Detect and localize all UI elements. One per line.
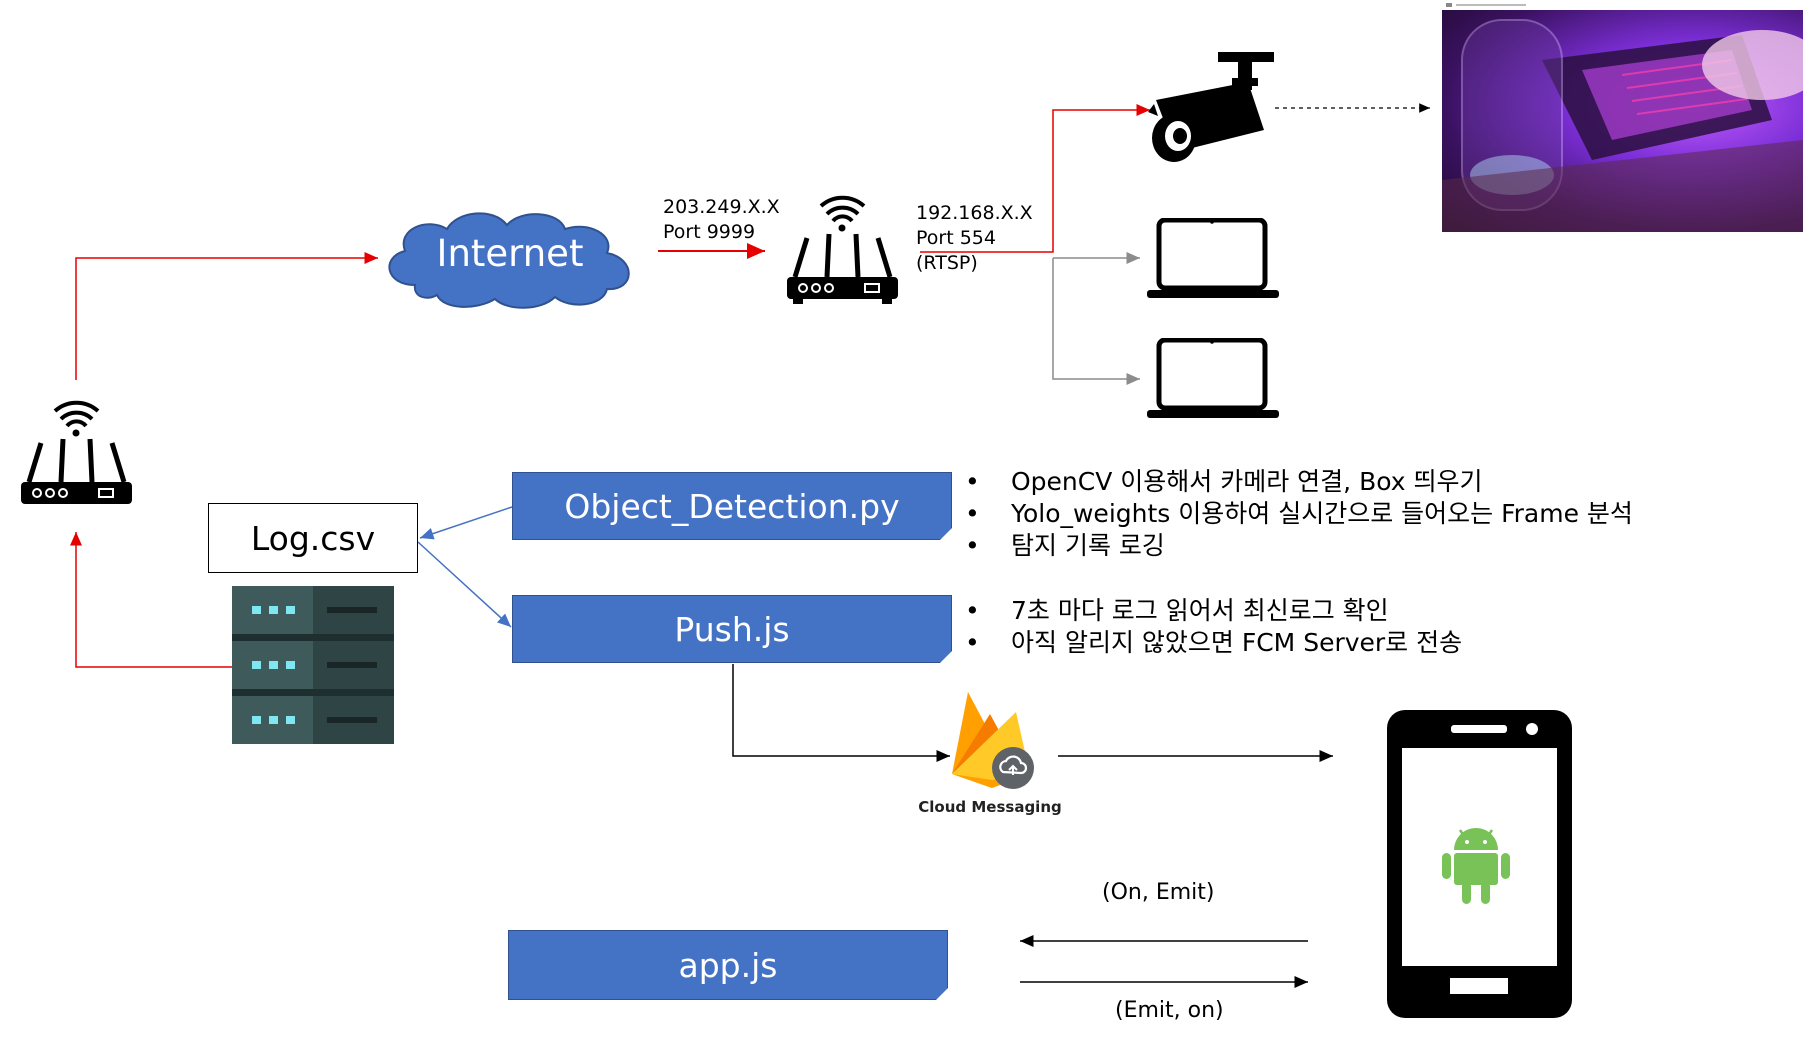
camera-stream-screenshot (1442, 0, 1803, 232)
android-icon (1442, 828, 1510, 904)
link-router-to-internet (75, 252, 378, 380)
note-item: 아직 알리지 않았으면 FCM Server로 전송 (965, 627, 1462, 659)
link-server-to-router (70, 532, 232, 668)
object-detection-notes: OpenCV 이용해서 카메라 연결, Box 띄우기 Yolo_weights… (965, 466, 1633, 562)
log-file-node: Log.csv (208, 503, 418, 573)
push-label: Push.js (674, 609, 790, 649)
server-icon (232, 586, 394, 744)
lan-port-label: Port 554 (916, 227, 996, 249)
cctv-camera-icon (1148, 52, 1274, 162)
laptop-icon (1147, 338, 1279, 418)
cloud-messaging-label: Cloud Messaging (918, 798, 1062, 816)
object-detection-label: Object_Detection.py (564, 486, 900, 526)
lan-protocol-label: (RTSP) (916, 252, 978, 274)
note-item: OpenCV 이용해서 카메라 연결, Box 띄우기 (965, 466, 1633, 498)
link-push-to-fcm (732, 664, 950, 762)
public-ip-label: 203.249.X.X (663, 196, 780, 218)
push-notes: 7초 마다 로그 읽어서 최신로그 확인 아직 알리지 않았으면 FCM Ser… (965, 595, 1462, 659)
wifi-router-icon (787, 195, 898, 304)
internet-label: Internet (436, 232, 584, 275)
push-node: Push.js (512, 595, 952, 663)
link-router-to-camera (920, 104, 1150, 253)
socket-on-emit-label: (On, Emit) (1102, 880, 1215, 905)
socket-emit-on-label: (Emit, on) (1115, 998, 1224, 1023)
wifi-router-icon (21, 400, 132, 504)
app-label: app.js (678, 945, 778, 985)
link-to-laptop-2 (1052, 258, 1140, 385)
log-file-label: Log.csv (250, 518, 376, 558)
note-item: 7초 마다 로그 읽어서 최신로그 확인 (965, 595, 1462, 627)
link-od-to-log (419, 506, 513, 540)
internet-cloud-icon (388, 212, 630, 309)
link-log-to-push (417, 541, 512, 628)
note-item: 탐지 기록 로깅 (965, 530, 1633, 562)
lan-ip-label: 192.168.X.X (916, 202, 1033, 224)
app-node: app.js (508, 930, 948, 1000)
firebase-icon (952, 692, 1034, 789)
public-port-label: Port 9999 (663, 221, 756, 243)
server-rack (232, 586, 394, 744)
object-detection-node: Object_Detection.py (512, 472, 952, 540)
note-item: Yolo_weights 이용하여 실시간으로 들어오는 Frame 분석 (965, 498, 1633, 530)
laptop-icon (1147, 218, 1279, 298)
